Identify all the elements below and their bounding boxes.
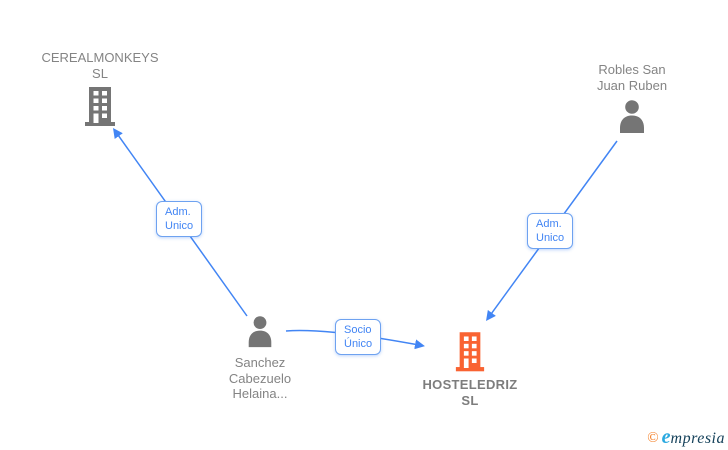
node-label-line: SL [92, 65, 108, 81]
node-label-line: HOSTELEDRIZ [422, 377, 518, 392]
edge-label-line: Adm. [536, 218, 562, 230]
empresia-logo: ©empresia [647, 426, 725, 449]
node-label-line: Cabezuelo [228, 370, 292, 386]
edge-label-socio-unico[interactable]: Socio Único [335, 319, 382, 355]
edge-label-line: Único [344, 338, 373, 350]
node-label-line: Robles San [598, 62, 666, 77]
edge-label-line: Unico [536, 232, 565, 244]
person-icon [615, 99, 649, 136]
node-label: CEREALMONKEYS SL [41, 50, 158, 81]
node-hosteledriz[interactable]: HOSTELEDRIZ SL [390, 331, 550, 408]
node-label-line: SL [461, 392, 479, 408]
building-icon [454, 331, 486, 373]
person-icon [244, 314, 276, 351]
node-label-line: Juan Ruben [596, 77, 668, 93]
node-label: HOSTELEDRIZ SL [422, 377, 517, 408]
node-label: Robles San Juan Ruben [597, 62, 667, 93]
edge-label-adm-unico-2[interactable]: Adm. Unico [527, 213, 574, 249]
copyright-symbol: © [647, 430, 659, 446]
node-label: Sanchez Cabezuelo Helaina... [229, 355, 291, 402]
node-label-line: Sanchez [234, 355, 286, 370]
edge-label-line: Adm. [165, 206, 191, 218]
node-sanchez[interactable]: Sanchez Cabezuelo Helaina... [180, 314, 340, 402]
building-icon [83, 87, 117, 127]
logo-letter-e: e [661, 426, 671, 448]
node-cerealmonkeys[interactable]: CEREALMONKEYS SL [20, 50, 180, 127]
edge-label-line: Unico [165, 220, 194, 232]
node-robles[interactable]: Robles San Juan Ruben [552, 62, 712, 136]
edge-label-adm-unico-1[interactable]: Adm. Unico [156, 201, 203, 237]
logo-brand-text: mpresia [670, 430, 725, 447]
node-label-line: CEREALMONKEYS [41, 50, 159, 65]
node-label-line: Helaina... [232, 386, 288, 401]
edge-label-line: Socio [344, 324, 372, 336]
